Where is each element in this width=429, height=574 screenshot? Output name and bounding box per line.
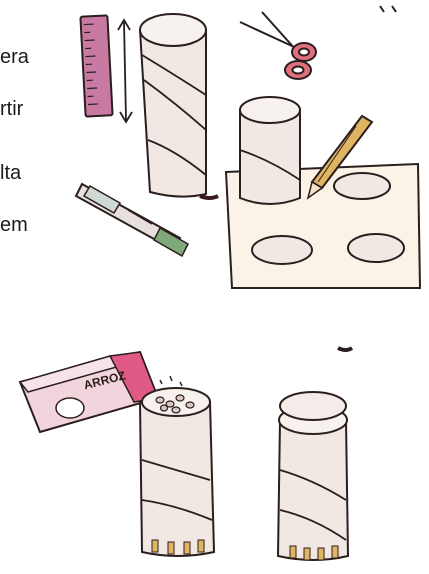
closed-tube-icon	[278, 392, 348, 560]
tall-tube-icon	[140, 14, 218, 198]
short-tube-icon	[240, 97, 300, 204]
caption-fragment-4: em	[0, 214, 28, 236]
caption-fragment-2: rtir	[0, 98, 23, 120]
ruler-icon	[80, 15, 112, 116]
caption-fragment-1: era	[0, 46, 29, 68]
top-marks-icon	[380, 6, 396, 12]
scissors-icon	[240, 12, 316, 79]
mark-icon	[338, 348, 352, 350]
tube-with-rice-icon	[140, 376, 214, 556]
rice-box-icon: ARROZ	[20, 352, 158, 432]
height-arrow-icon	[118, 20, 132, 122]
caption-fragment-3: lta	[0, 162, 21, 184]
